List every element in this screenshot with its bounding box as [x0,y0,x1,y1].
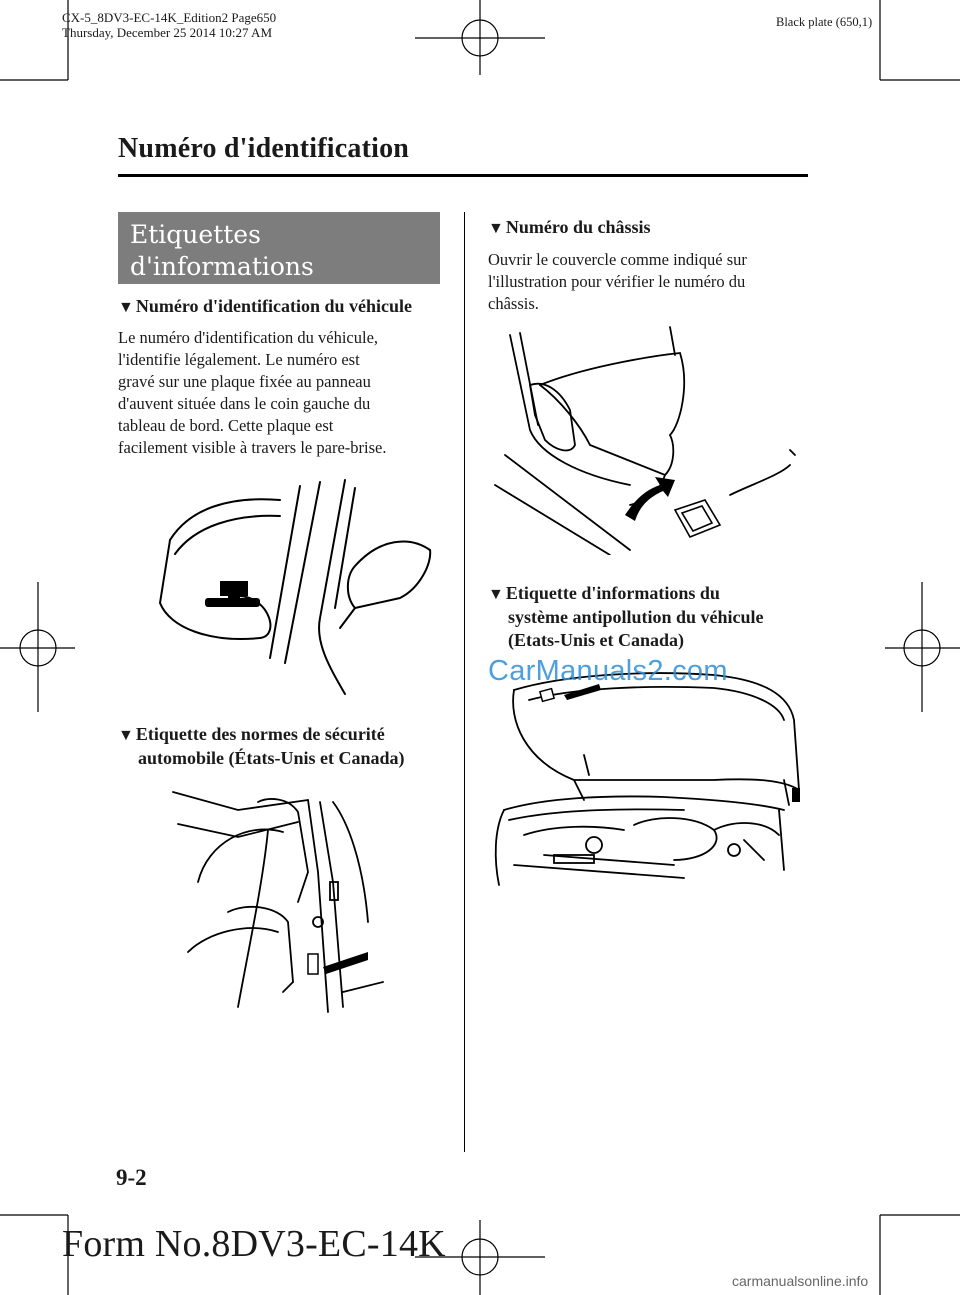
registration-target-left [0,582,75,712]
plate-label: Black plate (650,1) [776,15,873,29]
topic-title-line1: Etiquettes d'informations [130,220,314,281]
registration-target-top [415,0,545,75]
heading-chassis: ▼Numéro du châssis [488,216,651,240]
registration-target-right [885,582,960,712]
print-metadata: CX-5_8DV3-EC-14K_Edition2 Page650 Thursd… [62,10,276,40]
footer-watermark: carmanualsonline.info [732,1273,869,1289]
paragraph-chassis: Ouvrir le couvercle comme indiqué sur l'… [488,249,747,315]
emission-label [538,687,556,703]
triangle-icon: ▼ [118,727,134,744]
illustration-hood-open [494,672,800,886]
heading-safety-line1: ▼Etiquette des normes de sécurité [118,724,385,744]
text-line: tableau de bord. Cette plaque est [118,416,334,435]
watermark-carmanuals: CarManuals2.com [488,655,728,687]
heading-vin-text: Numéro d'identification du véhicule [135,296,413,316]
text-line: l'identifie légalement. Le numéro est [118,350,360,369]
triangle-icon: ▼ [488,220,504,237]
arrow-icon [625,477,675,521]
arrow-icon [323,952,368,974]
illustration-door-pillar [172,791,384,1013]
text-line: gravé sur une plaque fixée au panneau [118,372,371,391]
heading-emission-line3: (Etats-Unis et Canada) [508,630,685,650]
illustration-vin-plate [158,479,432,695]
triangle-icon: ▼ [118,299,134,316]
text-line: facilement visible à travers le pare-bri… [118,438,387,457]
topic-title-box: Etiquettes d'informations sur le véhicul… [118,212,440,313]
heading-vin: ▼Numéro d'identification du véhicule [118,295,412,319]
arrow-icon [220,581,248,606]
heading-emission-line1: ▼Etiquette d'informations du [488,583,720,603]
text-line: d'auvent située dans le coin gauche du [118,394,371,413]
section-title: Numéro d'identification [118,133,410,164]
text-line: l'illustration pour vérifier le numéro d… [488,272,746,291]
page-number: 9-2 [116,1165,147,1190]
heading-emission-label: ▼Etiquette d'informations du système ant… [488,582,764,652]
text-line: Ouvrir le couvercle comme indiqué sur [488,250,747,269]
column-divider [464,212,465,1152]
heading-chassis-text: Numéro du châssis [505,217,651,237]
text-line: châssis. [488,294,539,313]
print-meta-line2: Thursday, December 25 2014 10:27 AM [62,25,273,40]
registration-target-bottom [415,1220,545,1295]
print-meta-line1: CX-5_8DV3-EC-14K_Edition2 Page650 [62,10,277,25]
text-line: Le numéro d'identification du véhicule, [118,328,379,347]
triangle-icon: ▼ [488,586,504,603]
illustration-chassis-cover [494,326,796,555]
heading-safety-label: ▼Etiquette des normes de sécurité automo… [118,723,405,770]
safety-label [307,953,319,975]
heading-safety-line2: automobile (États-Unis et Canada) [138,748,405,768]
title-rule [118,174,808,177]
arrow-icon [564,684,601,700]
heading-emission-line2: système antipollution du véhicule [508,607,764,627]
topic-title-line2: sur le véhicule [130,284,316,313]
form-number: Form No.8DV3-EC-14K [62,1223,446,1265]
paragraph-vin: Le numéro d'identification du véhicule, … [118,327,386,459]
